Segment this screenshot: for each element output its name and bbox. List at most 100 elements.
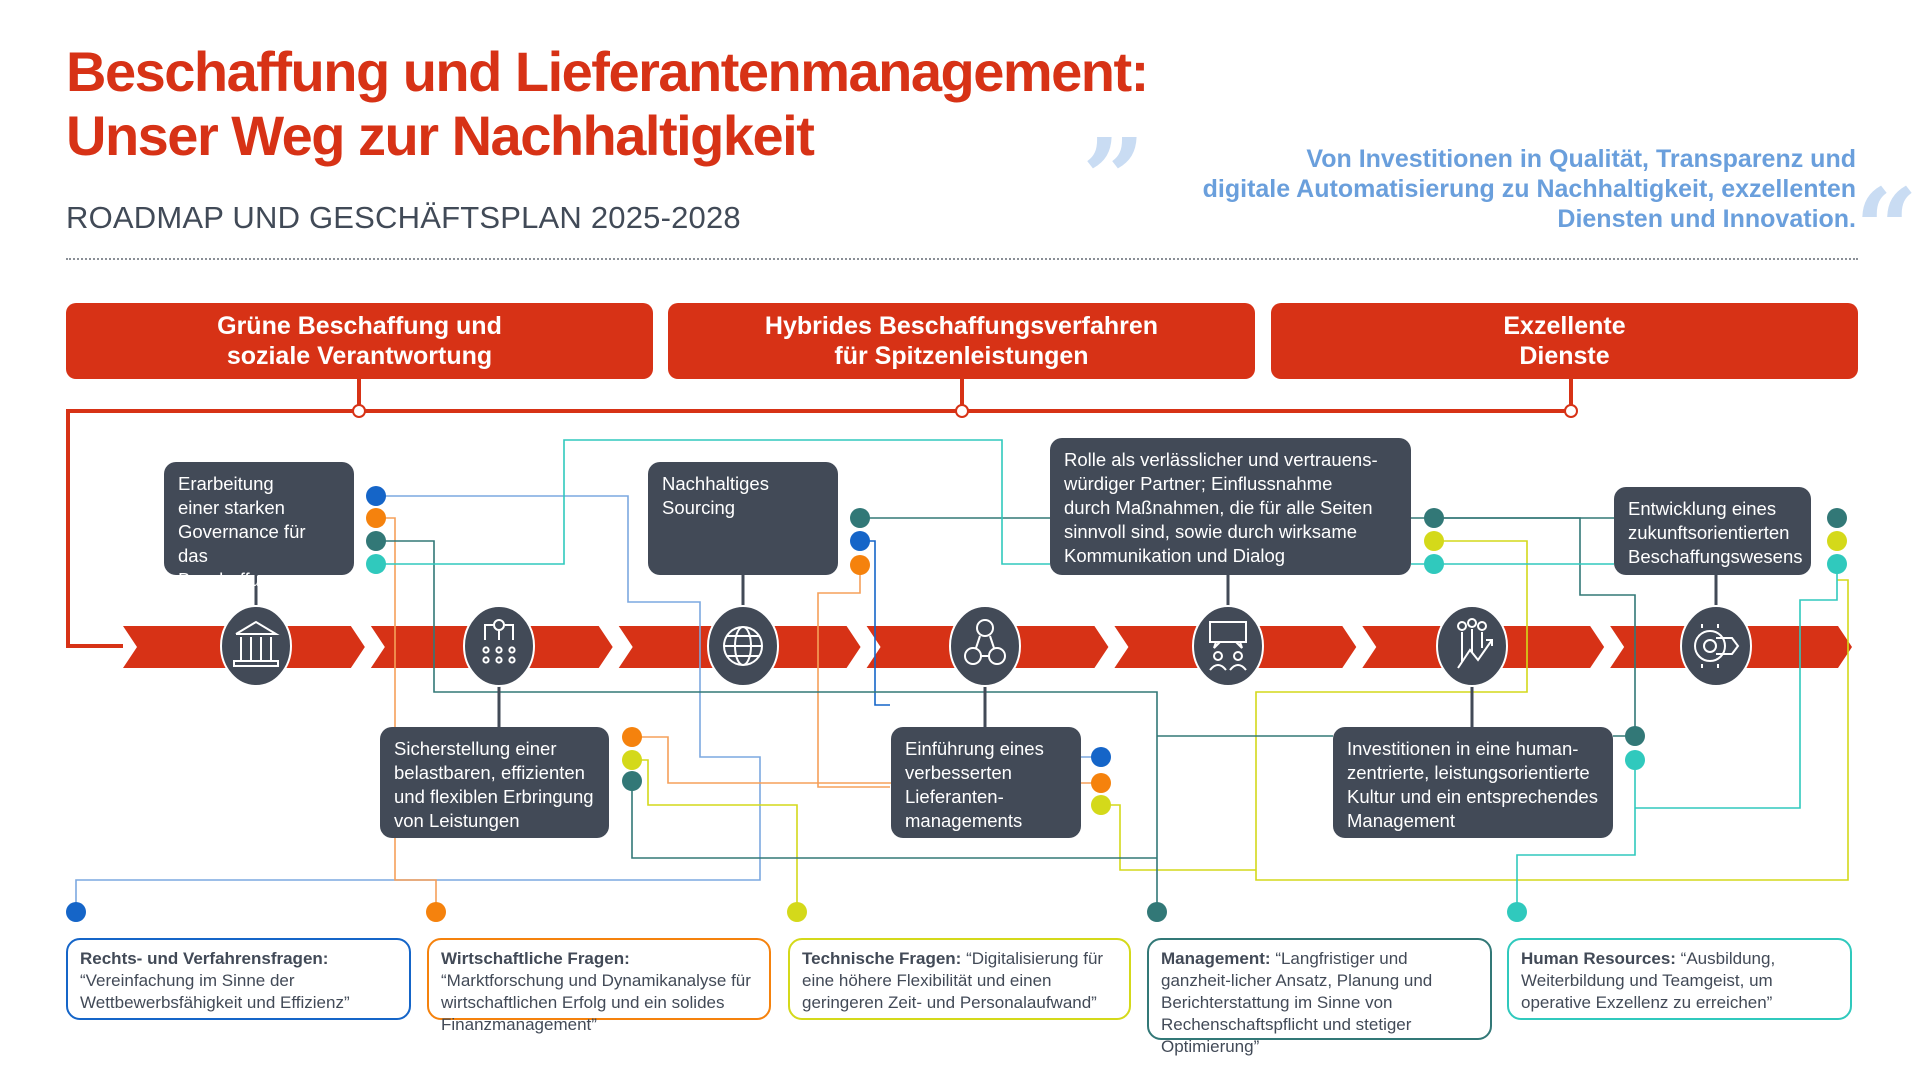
category-management: Management: “Langfristiger und ganzheit-…	[1147, 938, 1492, 1056]
tag-dot-hr	[1827, 554, 1847, 574]
milestone-text: Nachhaltiges	[662, 473, 769, 494]
management-route	[631, 781, 1157, 859]
milestone-service-delivery: Sicherstellung einer belastbaren, effizi…	[380, 727, 609, 838]
tag-dot-management	[1424, 508, 1444, 528]
category-label: Rechts- und Verfahrensfragen:	[80, 949, 329, 968]
category-technical: Technische Fragen: “Digitalisierung für …	[788, 938, 1131, 1020]
tag-dot-technical	[1424, 531, 1444, 551]
hr-route	[1635, 564, 1838, 809]
tag-dot-technical	[1091, 795, 1111, 815]
globe-puzzle-icon	[707, 605, 779, 687]
category-dot-management	[1147, 902, 1167, 922]
tag-dot-technical	[622, 750, 642, 770]
milestone-text: Beschaffungswesens	[1628, 546, 1803, 567]
category-dot-legal	[66, 902, 86, 922]
milestone-text: zukunftsorientierten	[1628, 522, 1790, 543]
category-label: Wirtschaftliche Fragen:	[441, 949, 630, 968]
milestone-text: Lieferanten-	[905, 786, 1004, 807]
tag-dot-management	[366, 531, 386, 551]
milestone-text: Kommunikation und Dialog	[1064, 545, 1286, 566]
tag-dot-legal	[366, 486, 386, 506]
pillar-label: Grüne Beschaffung und	[217, 312, 502, 340]
milestone-governance: Erarbeitung einer starken Governance für…	[164, 462, 354, 590]
tag-dot-economic	[366, 508, 386, 528]
tag-dot-management	[1827, 508, 1847, 528]
category-label: Human Resources:	[1521, 949, 1676, 968]
category-legal: Rechts- und Verfahrensfragen: “Vereinfac…	[66, 938, 411, 1020]
pillar-junction	[352, 404, 366, 418]
process-flow-icon	[463, 605, 535, 687]
tag-dot-legal	[1091, 747, 1111, 767]
quote-line-3: Diensten und Innovation.	[1557, 205, 1856, 233]
economic-route	[376, 517, 437, 912]
milestone-text: Governance für das	[178, 521, 306, 566]
milestone-text: Rolle als verlässlicher und vertrauens-	[1064, 449, 1378, 470]
category-economic: Wirtschaftliche Fragen: “Marktforschung …	[427, 938, 771, 1034]
tag-dot-technical	[1827, 531, 1847, 551]
government-building-icon	[220, 605, 292, 687]
category-dot-technical	[787, 902, 807, 922]
technical-route	[1255, 540, 1849, 881]
milestone-text: verbesserten	[905, 762, 1012, 783]
pillar-junction	[955, 404, 969, 418]
pillar-junction	[1564, 404, 1578, 418]
economic-route	[632, 736, 1101, 784]
digital-gear-icon	[1680, 605, 1752, 687]
tag-dot-hr	[1625, 750, 1645, 770]
tag-dot-hr	[366, 554, 386, 574]
milestone-human-centered-culture: Investitionen in eine human- zentrierte,…	[1333, 727, 1613, 838]
category-label: Technische Fragen:	[802, 949, 962, 968]
subtitle: ROADMAP UND GESCHÄFTSPLAN 2025-2028	[66, 200, 741, 235]
tag-dots	[66, 486, 1847, 922]
team-growth-icon	[1436, 605, 1508, 687]
milestone-future-procurement: Entwicklung eines zukunftsorientierten B…	[1614, 487, 1811, 575]
category-text: “Vereinfachung im Sinne der Wettbewerbsf…	[80, 971, 350, 1012]
legal-route	[75, 495, 761, 912]
tag-dot-economic	[850, 555, 870, 575]
dialogue-puzzle-icon	[1192, 605, 1264, 687]
title-line-2: Unser Weg zur Nachhaltigkeit	[66, 104, 815, 167]
milestone-text: und flexiblen Erbringung	[394, 786, 594, 807]
technical-route	[1101, 804, 1256, 871]
hr-route	[1516, 760, 1636, 912]
category-dot-hr	[1507, 902, 1527, 922]
category-text: “Ausbildung, Weiterbildung und Teamgeist…	[1521, 949, 1776, 1012]
milestone-text: durch Maßnahmen, die für alle Seiten	[1064, 497, 1373, 518]
milestone-sustainable-sourcing: Nachhaltiges Sourcing	[648, 462, 838, 575]
tag-dot-management	[1625, 726, 1645, 746]
milestone-text: zentrierte, leistungsorientierte	[1347, 762, 1590, 783]
pillar-label: Exzellente	[1503, 312, 1626, 340]
category-text: “Digitalisierung für eine höhere Flexibi…	[802, 949, 1104, 1012]
tag-dot-economic	[622, 727, 642, 747]
tag-dot-hr	[1424, 554, 1444, 574]
milestone-text: Beschaffungswesen	[178, 569, 344, 590]
category-text: “Langfristiger und ganzheit-licher Ansat…	[1161, 949, 1433, 1056]
economic-route	[817, 565, 890, 788]
tag-dot-management	[850, 508, 870, 528]
tag-dot-economic	[1091, 773, 1111, 793]
milestone-trusted-partner: Rolle als verlässlicher und vertrauens- …	[1050, 438, 1411, 575]
pillar-label: soziale Verantwortung	[226, 342, 493, 370]
milestone-text: Sicherstellung einer	[394, 738, 557, 759]
milestone-text: Entwicklung eines	[1628, 498, 1777, 519]
milestone-text: sinnvoll sind, sowie durch wirksame	[1064, 521, 1358, 542]
tag-dot-management	[622, 771, 642, 791]
quote-close-icon: “	[1854, 164, 1918, 293]
milestone-text: managements	[905, 810, 1023, 831]
milestone-text: Kultur und ein entsprechendes	[1347, 786, 1598, 807]
milestone-text: Erarbeitung	[178, 473, 274, 494]
milestone-text: Einführung eines	[905, 738, 1044, 759]
milestone-supplier-management: Einführung eines verbesserten Lieferante…	[891, 727, 1081, 838]
milestone-text: Investitionen in eine human-	[1347, 738, 1579, 759]
pillar-label: Dienste	[1519, 342, 1610, 370]
milestone-text: belastbaren, effizienten	[394, 762, 585, 783]
category-label: Management:	[1161, 949, 1271, 968]
milestone-text: von Leistungen	[394, 810, 520, 831]
category-text: “Marktforschung und Dynamikanalyse für w…	[441, 971, 751, 1034]
milestone-text: einer starken	[178, 497, 285, 518]
quote-open-icon: ”	[1082, 114, 1146, 243]
milestone-text: Management	[1347, 810, 1455, 831]
